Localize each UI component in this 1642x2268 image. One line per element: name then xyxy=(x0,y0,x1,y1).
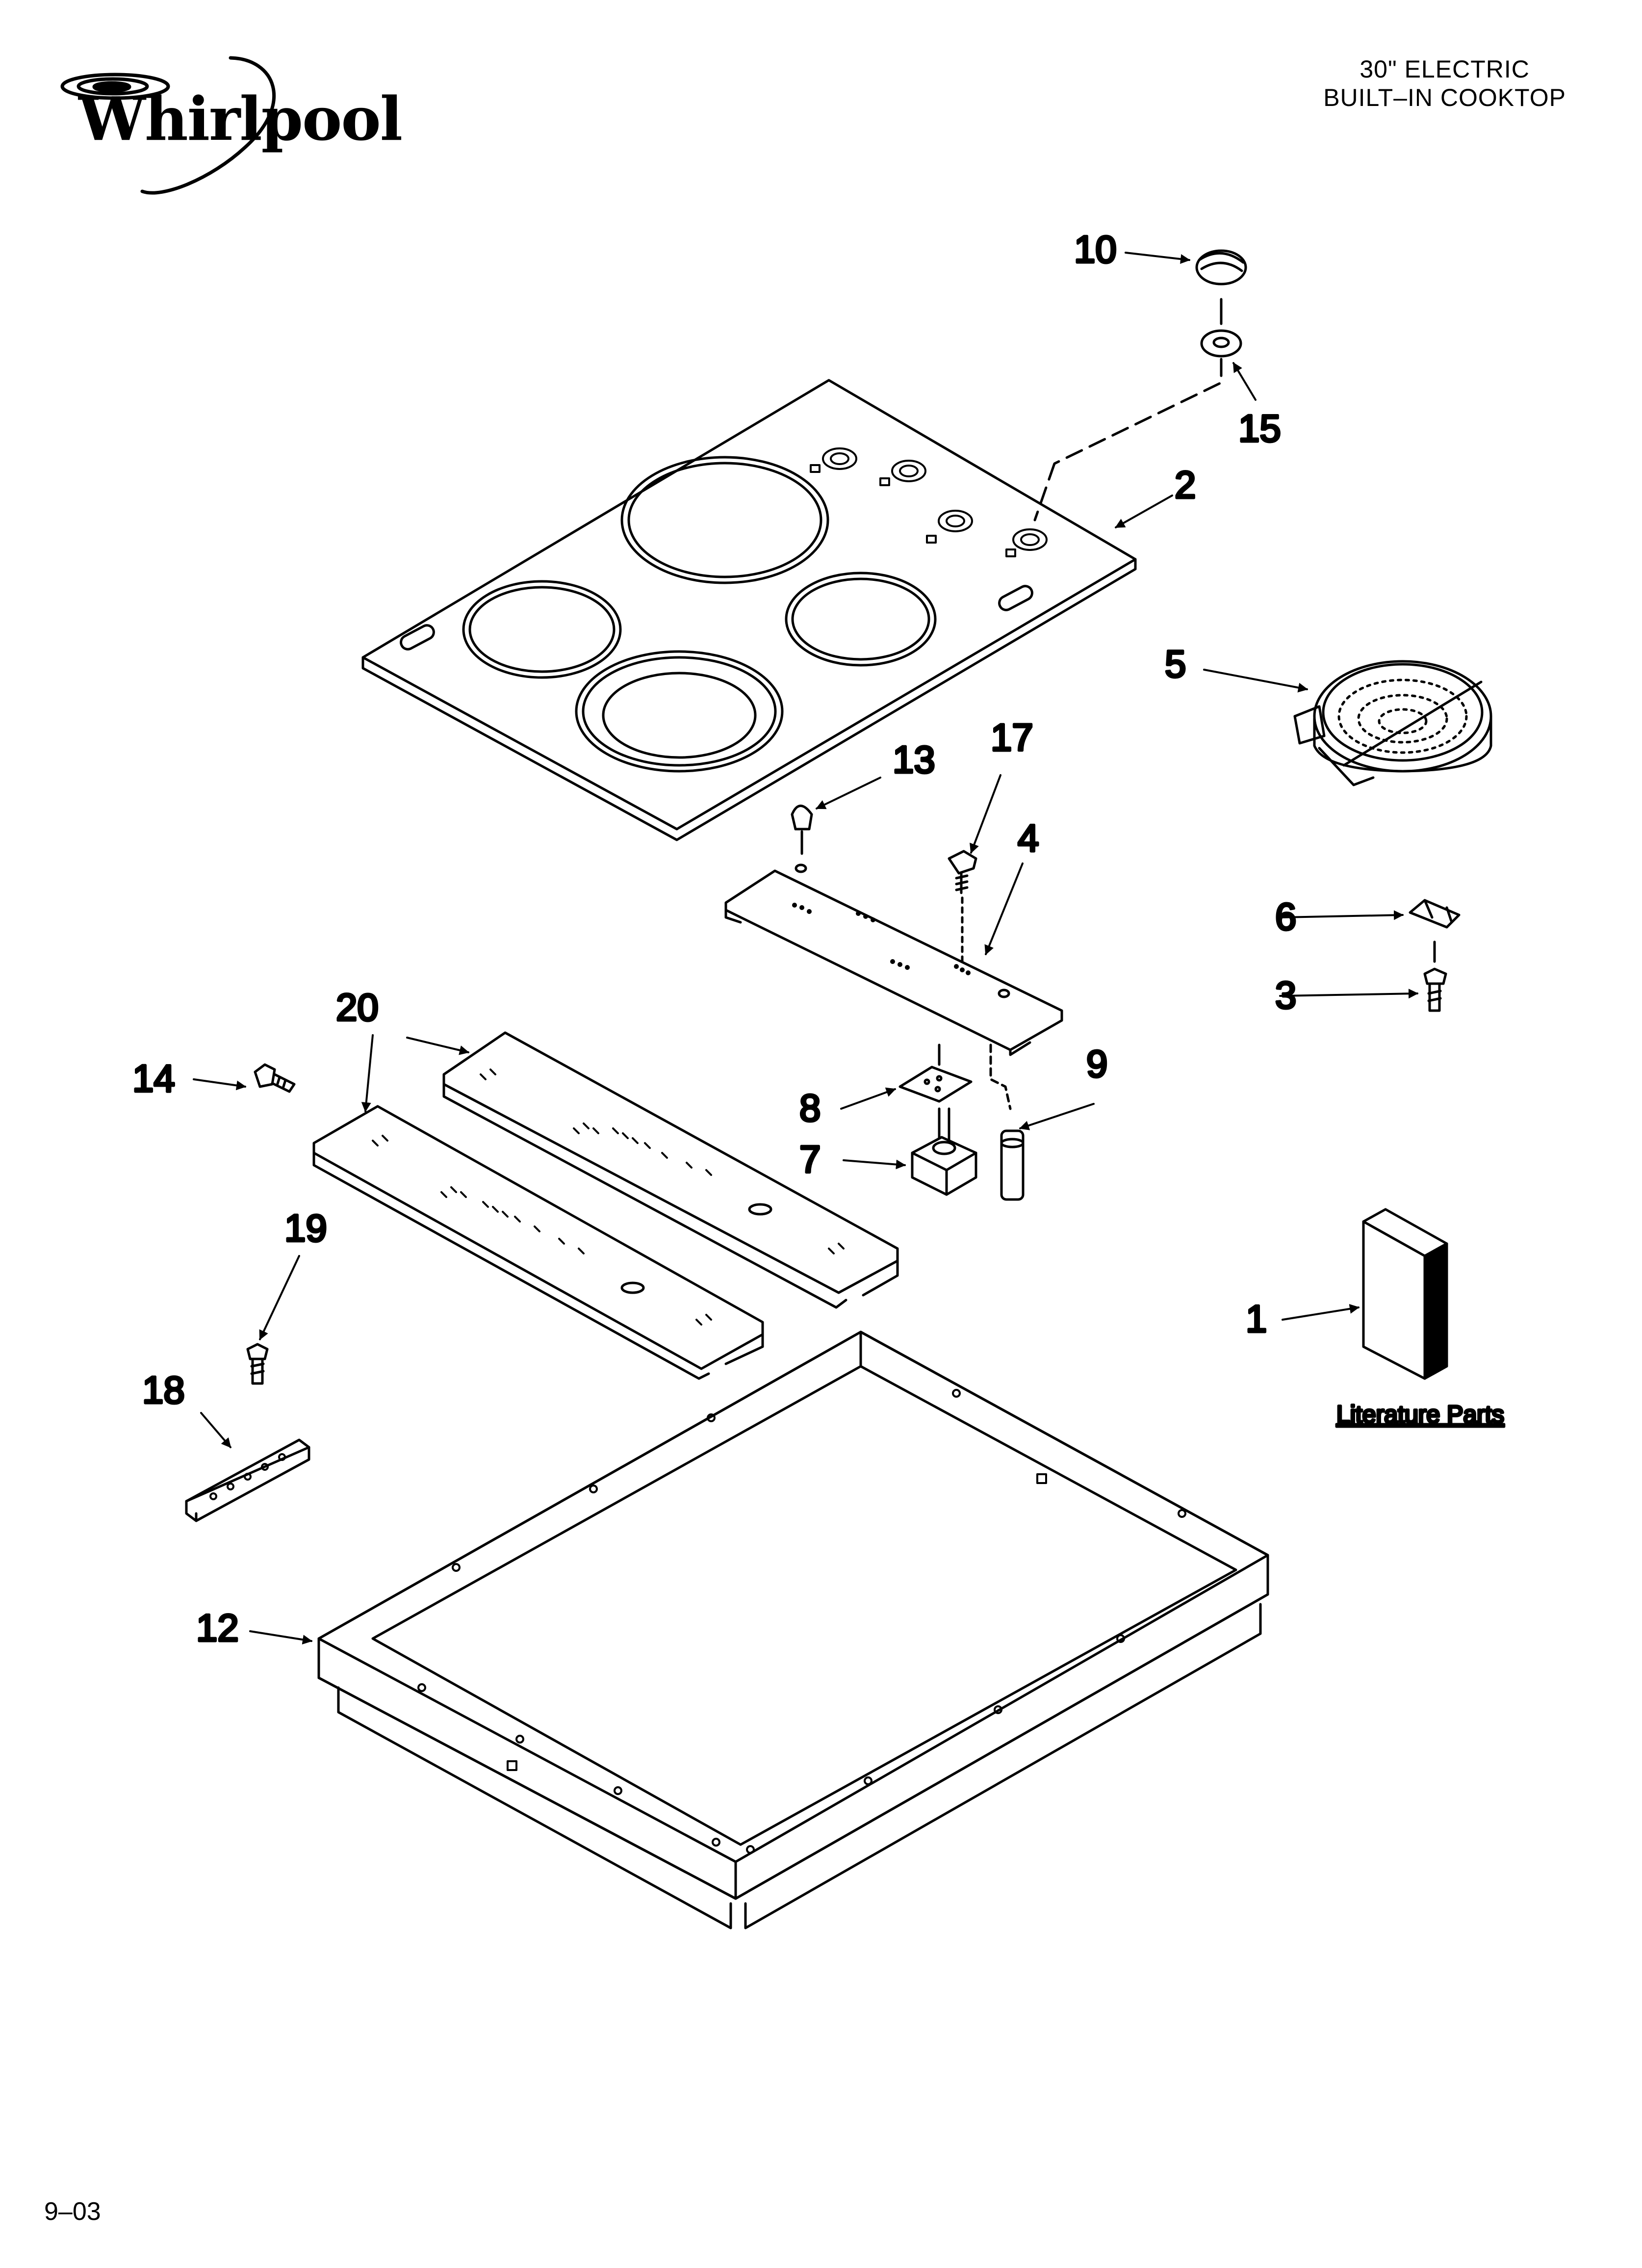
indicator-light xyxy=(1000,1129,1025,1201)
callout-7: 7 xyxy=(799,1138,821,1181)
callout-13: 13 xyxy=(893,738,935,781)
literature-parts-booklet xyxy=(1362,1208,1448,1380)
callout-1: 1 xyxy=(1246,1297,1267,1340)
callout-19: 19 xyxy=(284,1206,327,1250)
callout-14: 14 xyxy=(132,1057,175,1100)
page-header: 30" ELECTRIC BUILT–IN COOKTOP xyxy=(1323,55,1566,112)
screw xyxy=(246,1343,269,1385)
revision-date: 9–03 xyxy=(44,2197,101,2226)
element-clip xyxy=(1409,899,1461,929)
header-line-2: BUILT–IN COOKTOP xyxy=(1323,84,1566,111)
callout-2: 2 xyxy=(1175,463,1196,506)
radiant-surface-element xyxy=(1293,660,1492,786)
callout-12: 12 xyxy=(196,1606,239,1649)
callout-18: 18 xyxy=(142,1368,185,1411)
screw xyxy=(1423,967,1447,1012)
whirlpool-logo: Whirlpool xyxy=(78,83,403,154)
callout-6: 6 xyxy=(1275,895,1296,938)
cooktop-glass-top xyxy=(361,379,1137,841)
callout-3: 3 xyxy=(1275,973,1296,1017)
callout-8: 8 xyxy=(799,1086,821,1129)
control-knob xyxy=(1195,249,1247,286)
literature-parts-label: Literature Parts xyxy=(1336,1401,1504,1428)
bumper xyxy=(791,805,813,855)
callout-5: 5 xyxy=(1165,642,1186,685)
callout-17: 17 xyxy=(991,716,1033,759)
infinite-switch xyxy=(911,1107,977,1196)
switch-plate xyxy=(898,1066,973,1103)
header-line-1: 30" ELECTRIC xyxy=(1360,55,1530,83)
knob-bezel xyxy=(1200,329,1242,358)
screw xyxy=(948,850,977,963)
callout-15: 15 xyxy=(1238,407,1281,450)
rear-side-rail xyxy=(442,1031,899,1309)
screw xyxy=(254,1063,296,1093)
control-panel-bracket xyxy=(724,863,1063,1056)
mounting-bracket xyxy=(185,1438,310,1522)
cooktop-box xyxy=(317,1330,1269,1929)
whirlpool-swirl-icon xyxy=(60,56,276,195)
callout-10: 10 xyxy=(1074,228,1117,271)
callout-4: 4 xyxy=(1018,816,1039,860)
front-side-rail xyxy=(312,1105,764,1380)
callout-9: 9 xyxy=(1086,1042,1107,1085)
callout-20: 20 xyxy=(336,986,379,1029)
